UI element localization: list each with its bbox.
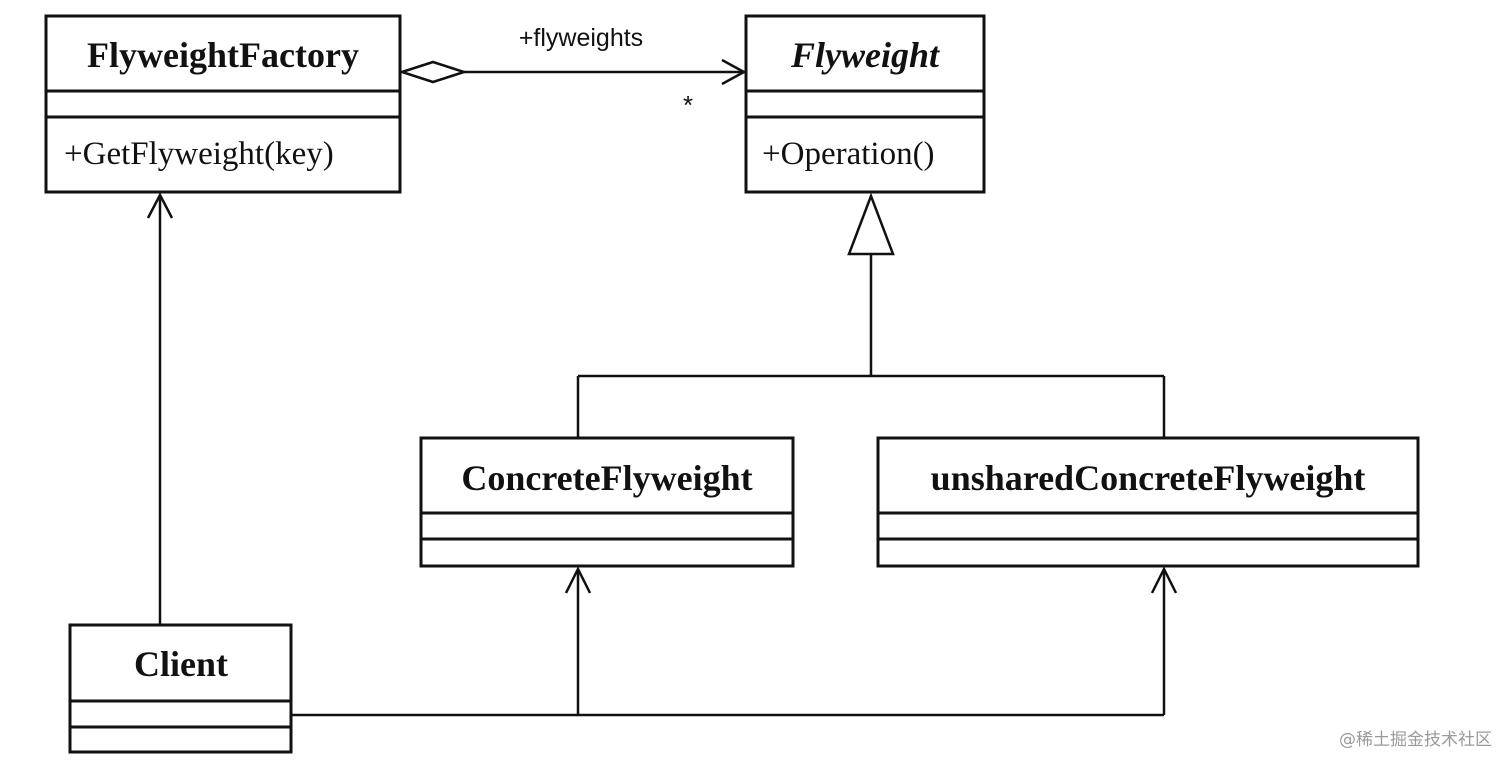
generalization-triangle bbox=[847, 192, 895, 256]
watermark-text: @稀土掘金技术社区 bbox=[1339, 730, 1492, 750]
operation-operation: +Operation() bbox=[762, 136, 935, 172]
class-name-client: Client bbox=[134, 644, 228, 684]
class-name-flyweight-factory: FlyweightFactory bbox=[87, 35, 359, 75]
operation-get-flyweight: +GetFlyweight(key) bbox=[64, 136, 334, 172]
dependency-arrowhead-unshared bbox=[1150, 566, 1178, 594]
class-unshared-concrete-flyweight: unsharedConcreteFlyweight bbox=[876, 436, 1420, 568]
class-flyweight: Flyweight +Operation() bbox=[744, 14, 986, 194]
dependency-arrowhead-factory bbox=[146, 192, 174, 219]
class-client: Client bbox=[68, 623, 293, 754]
class-flyweight-factory: FlyweightFactory +GetFlyweight(key) bbox=[44, 14, 402, 194]
association-multiplicity: * bbox=[683, 90, 693, 120]
class-name-concrete-flyweight: ConcreteFlyweight bbox=[461, 458, 752, 498]
association-role-label: +flyweights bbox=[519, 24, 643, 52]
dependency-client-to-concretes bbox=[292, 566, 1178, 717]
class-concrete-flyweight: ConcreteFlyweight bbox=[419, 436, 795, 568]
dependency-client-to-factory bbox=[146, 192, 174, 624]
class-name-flyweight: Flyweight bbox=[790, 35, 940, 75]
generalization-tree bbox=[576, 192, 1166, 437]
aggregation-arrowhead bbox=[721, 58, 747, 86]
dependency-arrowhead-concrete bbox=[564, 566, 592, 594]
class-name-unshared-concrete-flyweight: unsharedConcreteFlyweight bbox=[931, 458, 1366, 498]
aggregation-factory-to-flyweight: +flyweights * bbox=[397, 24, 747, 120]
aggregation-diamond bbox=[397, 60, 469, 84]
